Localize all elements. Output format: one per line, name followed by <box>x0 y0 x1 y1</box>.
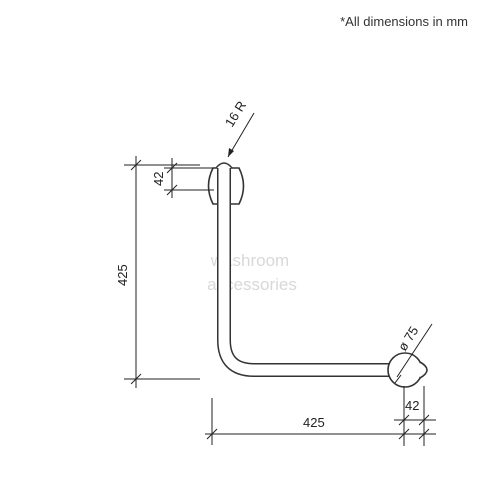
rail-tube <box>217 168 393 377</box>
units-note: *All dimensions in mm <box>340 14 468 29</box>
radius-leader: 16 R <box>222 98 255 158</box>
top-offset-dimension: 42 <box>151 158 214 198</box>
radius-label: 16 R <box>222 98 249 129</box>
height-dimension: 425 <box>115 156 200 388</box>
right-offset-dimension: 42 <box>394 386 436 446</box>
right-offset-label: 42 <box>405 398 419 413</box>
top-offset-label: 42 <box>151 172 166 186</box>
width-dimension: 425 <box>205 398 436 445</box>
side-flange <box>387 352 428 388</box>
diameter-label: ø 75 <box>395 324 422 354</box>
height-label: 425 <box>115 264 130 286</box>
width-label: 425 <box>303 415 325 430</box>
